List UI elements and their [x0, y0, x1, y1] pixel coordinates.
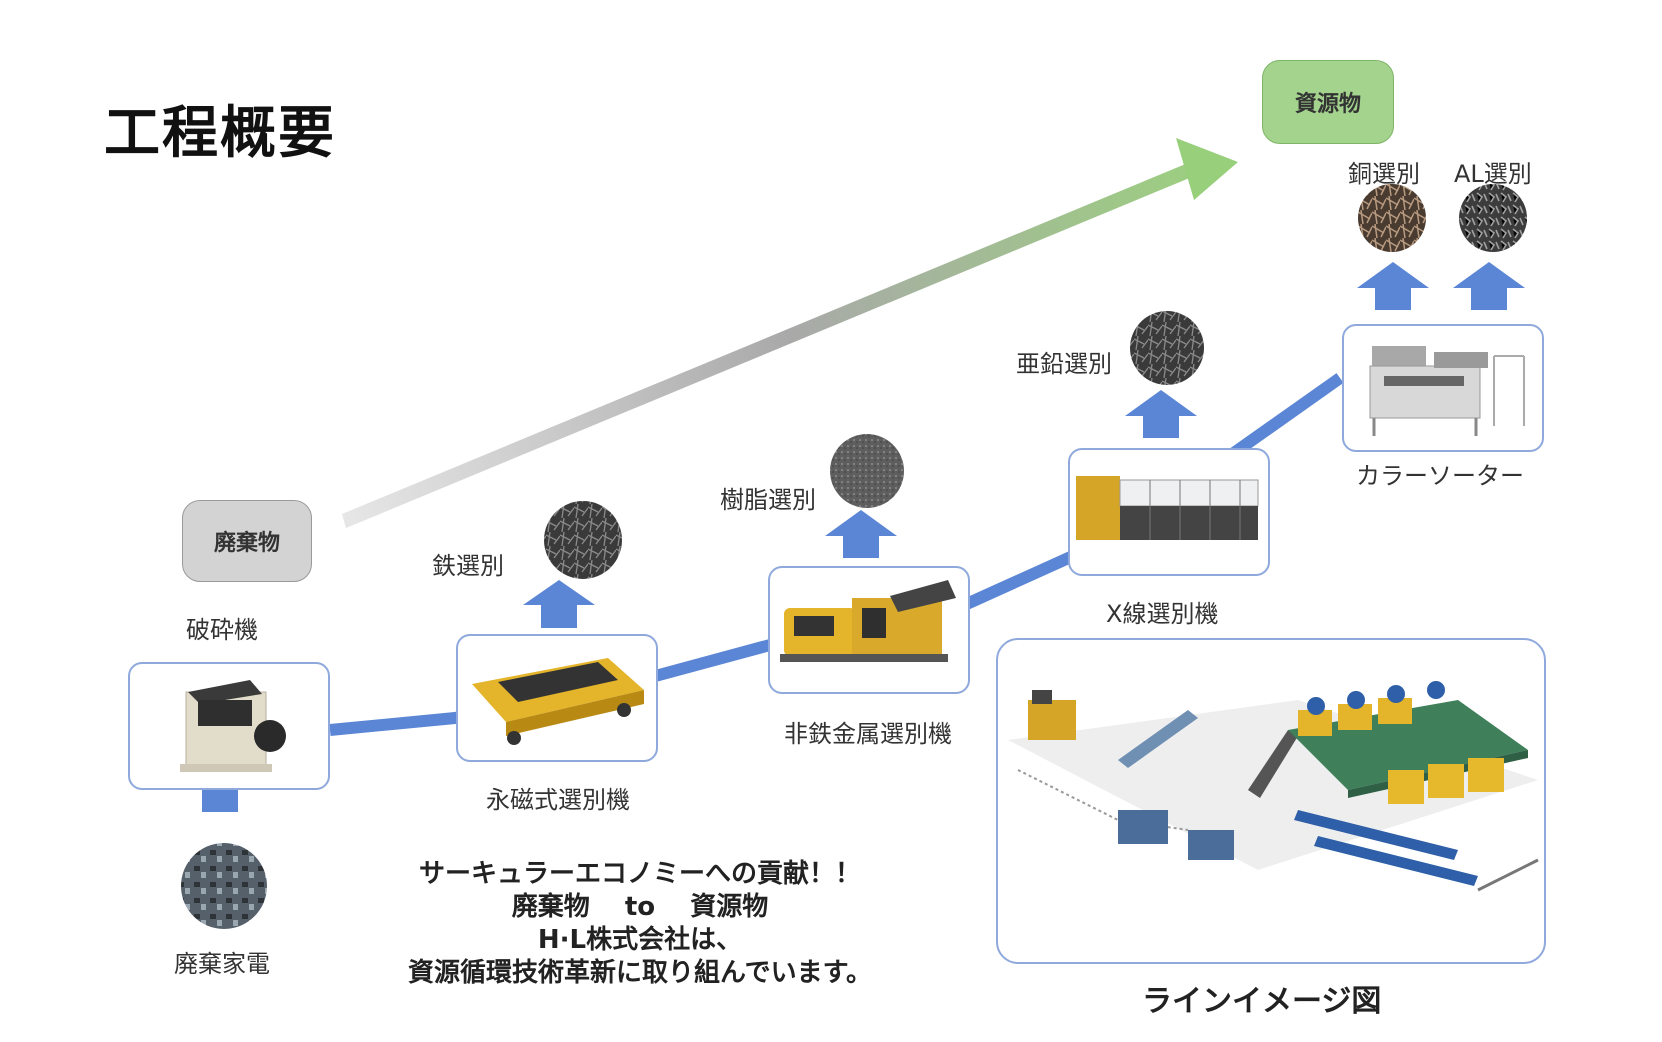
- resource-pill: 資源物: [1262, 60, 1394, 144]
- page-title: 工程概要: [104, 101, 336, 166]
- message-line-2: 廃棄物 to 資源物: [511, 892, 769, 922]
- aluminum-label: AL選別: [1454, 160, 1532, 188]
- up-arrow-zinc: [1125, 390, 1197, 438]
- line-image-caption: ラインイメージ図: [1142, 984, 1382, 1019]
- up-arrow-iron: [523, 580, 595, 628]
- circular-economy-message: サーキュラーエコノミーへの貢献！！ 廃棄物 to 資源物 H·L株式会社は、 資…: [370, 858, 910, 990]
- message-line-3: H·L株式会社は、: [537, 925, 743, 955]
- copper-label: 銅選別: [1348, 160, 1420, 188]
- aluminum-scrap-image: [1459, 184, 1527, 252]
- message-line-4: 資源循環技術革新に取り組んでいます。: [407, 958, 873, 988]
- color-sorter-image: [1369, 346, 1525, 436]
- nonferrous-separator-image: [780, 580, 956, 662]
- up-arrow-resin: [825, 510, 897, 558]
- crusher-machine-image: [180, 680, 286, 772]
- resin-label: 樹脂選別: [720, 486, 816, 514]
- iron-label: 鉄選別: [432, 552, 504, 580]
- xray-separator-image: [1076, 476, 1259, 540]
- xray-separator-box: [1068, 448, 1270, 576]
- waste-appliance-image: [181, 843, 267, 929]
- message-line-1: サーキュラーエコノミーへの貢献！！: [418, 859, 861, 889]
- waste-appliance-label: 廃棄家電: [174, 950, 270, 978]
- iron-scrap-image: [544, 501, 622, 579]
- magnetic-separator-image: [472, 658, 644, 745]
- copper-scrap-image: [1358, 184, 1426, 252]
- xray-separator-label: X線選別機: [1106, 600, 1219, 628]
- up-arrow-aluminum: [1453, 262, 1525, 310]
- nonferrous-separator-box: [768, 566, 970, 694]
- nonferrous-separator-label: 非鉄金属選別機: [784, 720, 952, 748]
- crusher-box: [128, 662, 330, 790]
- color-sorter-label: カラーソーター: [1356, 462, 1524, 490]
- crusher-label: 破砕機: [186, 616, 258, 644]
- progress-arrow: [342, 138, 1238, 528]
- resin-granule-image: [830, 434, 904, 508]
- up-arrow-copper: [1357, 262, 1429, 310]
- zinc-scrap-image: [1130, 311, 1204, 385]
- line-image-box: [996, 638, 1546, 964]
- production-line-image: [1008, 681, 1539, 892]
- zinc-label: 亜鉛選別: [1016, 350, 1112, 378]
- magnetic-separator-label: 永磁式選別機: [486, 786, 630, 814]
- waste-pill: 廃棄物: [182, 500, 312, 582]
- color-sorter-box: [1342, 324, 1544, 452]
- magnetic-separator-box: [456, 634, 658, 762]
